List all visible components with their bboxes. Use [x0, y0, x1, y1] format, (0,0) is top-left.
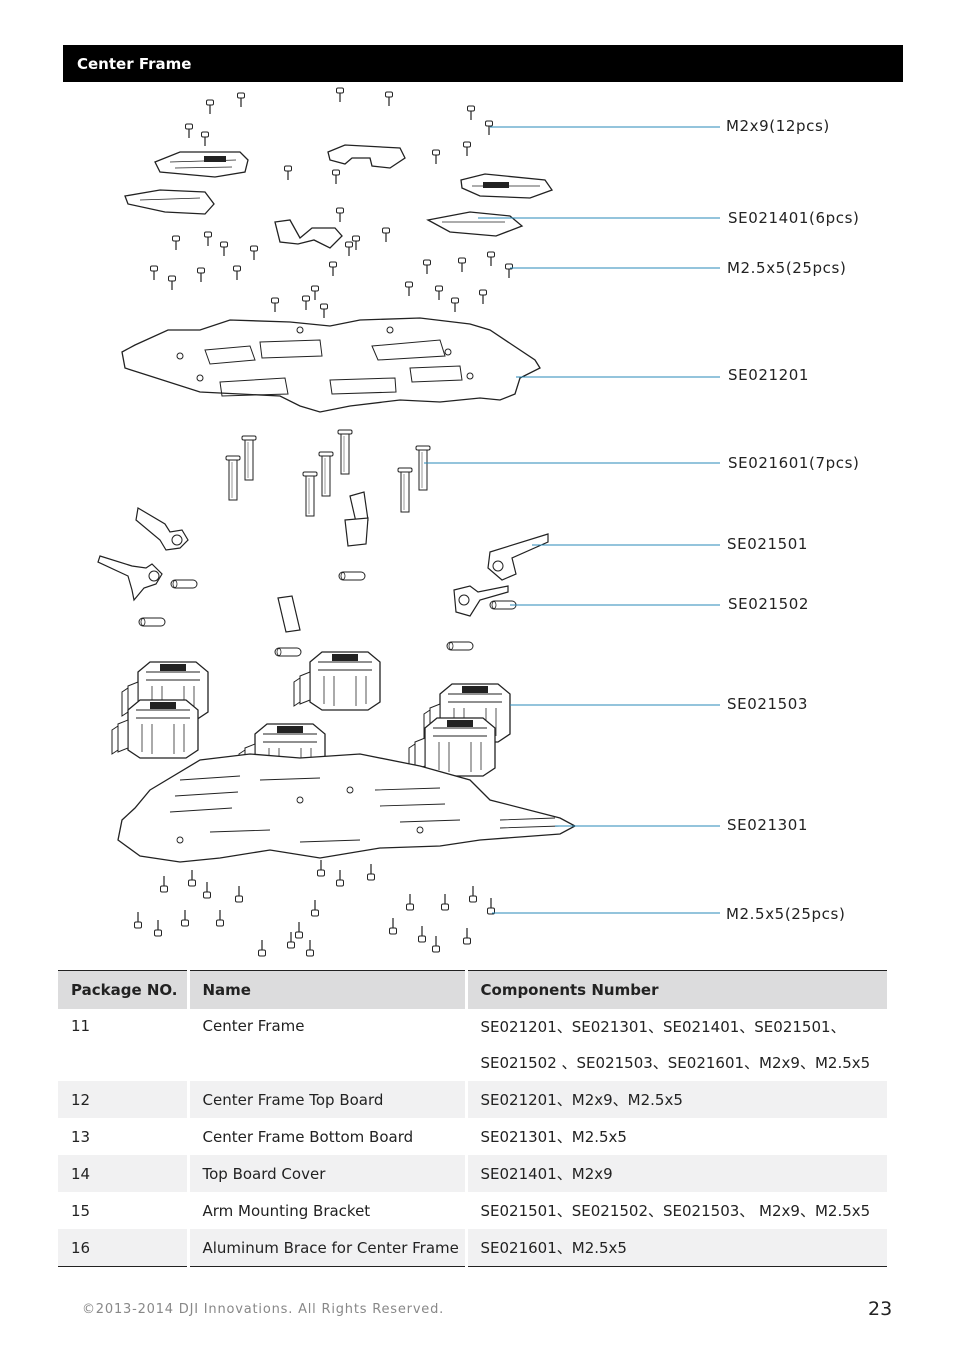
callout-m25x5-top: M2.5x5(25pcs)	[727, 259, 847, 277]
callout-m2x9: M2x9(12pcs)	[726, 117, 830, 135]
components-cell: SE021401、M2x9	[464, 1155, 887, 1192]
table-header-row: Package NO. Name Components Number	[58, 970, 887, 1009]
package-no-cell: 16	[58, 1229, 188, 1267]
components-line: SE021502 、SE021503、SE021601、M2x9、M2.5x5	[480, 1054, 871, 1072]
name-cell: Center Frame Top Board	[186, 1081, 466, 1118]
callout-se021201: SE021201	[728, 366, 810, 384]
components-cell: SE021501、SE021502、SE021503、 M2x9、M2.5x5	[464, 1192, 887, 1229]
table-row: 14 Top Board Cover SE021401、M2x9	[58, 1155, 887, 1192]
header-components-number: Components Number	[464, 970, 887, 1009]
package-no-cell: 13	[71, 1127, 91, 1146]
name-cell: Center Frame Bottom Board	[186, 1118, 466, 1155]
header-package-no: Package NO.	[58, 970, 188, 1009]
package-no-cell: 14	[58, 1155, 188, 1192]
section-title: Center Frame	[63, 45, 903, 82]
components-cell: SE021201、M2x9、M2.5x5	[464, 1081, 887, 1118]
callout-se021401: SE021401(6pcs)	[728, 209, 860, 227]
components-line: SE021201、SE021301、SE021401、SE021501、	[480, 1018, 846, 1036]
package-no-cell: 15	[71, 1201, 91, 1220]
name-cell: Top Board Cover	[186, 1155, 466, 1192]
name-cell: Arm Mounting Bracket	[186, 1192, 466, 1229]
callout-se021601: SE021601(7pcs)	[728, 454, 860, 472]
name-cell: Aluminum Brace for Center Frame	[186, 1229, 466, 1267]
components-cell: SE021601、M2.5x5	[464, 1229, 887, 1267]
package-no-cell: 12	[58, 1081, 188, 1118]
package-no-cell: 11	[71, 1017, 91, 1035]
table-row: 11 Center Frame SE021201、SE021301、SE0214…	[58, 1009, 887, 1081]
table-row: 15 Arm Mounting Bracket SE021501、SE02150…	[58, 1192, 887, 1229]
table-row: 12 Center Frame Top Board SE021201、M2x9、…	[58, 1081, 887, 1118]
components-cell: SE021201、SE021301、SE021401、SE021501、 SE0…	[464, 1009, 887, 1081]
callout-m25x5-bottom: M2.5x5(25pcs)	[726, 905, 846, 923]
name-cell: Center Frame	[186, 1009, 466, 1081]
parts-table: Package NO. Name Components Number 11 Ce…	[58, 970, 887, 1267]
header-name: Name	[186, 970, 466, 1009]
table-row: 13 Center Frame Bottom Board SE021301、M2…	[58, 1118, 887, 1155]
page-number: 23	[868, 1298, 893, 1320]
callout-se021502: SE021502	[728, 595, 810, 613]
table-row: 16 Aluminum Brace for Center Frame SE021…	[58, 1229, 887, 1267]
callout-se021301: SE021301	[727, 816, 809, 834]
callout-se021503: SE021503	[727, 695, 809, 713]
footer-copyright: ©2013-2014 DJI Innovations. All Rights R…	[82, 1302, 445, 1317]
components-cell: SE021301、M2.5x5	[464, 1118, 887, 1155]
exploded-parts-diagram	[97, 87, 720, 957]
callout-se021501: SE021501	[727, 535, 809, 553]
